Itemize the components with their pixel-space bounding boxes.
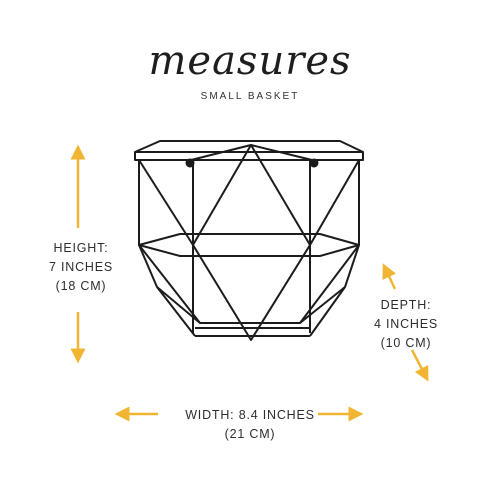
height-label-line3: (18 CM) [55,279,107,293]
depth-label-line1: DEPTH: [380,298,432,312]
depth-label-line3: (10 CM) [380,336,432,350]
page-title: measures [148,38,352,84]
depth-label: DEPTH: 4 INCHES (10 CM) [362,296,450,353]
height-label-line1: HEIGHT: [53,241,109,255]
wire-basket-image [134,140,364,341]
depth-label-line2: 4 INCHES [373,317,439,331]
width-label-line1: WIDTH: 8.4 INCHES [185,408,315,422]
width-label-line2: (21 CM) [224,427,276,441]
page-subtitle: SMALL BASKET [200,91,300,102]
height-label: HEIGHT: 7 INCHES (18 CM) [28,239,134,296]
width-label: WIDTH: 8.4 INCHES (21 CM) [160,406,340,444]
height-label-line2: 7 INCHES [48,260,114,274]
depth-arrow [382,263,429,382]
